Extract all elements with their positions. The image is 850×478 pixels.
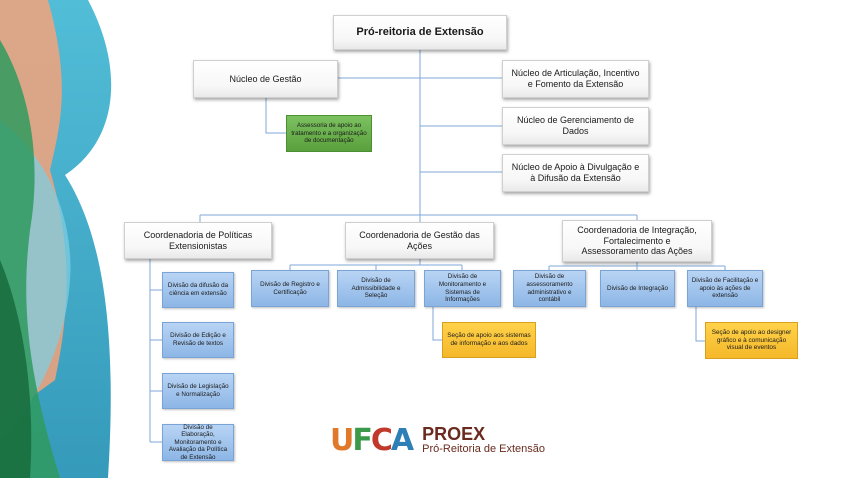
ufca-proex-logo: U F C A PROEX Pró-Reitoria de Extensão <box>330 423 545 458</box>
node-integracao-secao-label: Seção de apoio ao designer gráfico e à c… <box>711 328 792 352</box>
ufca-logo-letter: C <box>370 423 393 458</box>
node-pro-reitoria-label: Pró-reitoria de Extensão <box>356 25 484 38</box>
node-gestao-secao-label: Seção de apoio aos sistemas de informaçã… <box>447 332 531 347</box>
node-assessoria: Assessoria de apoio ao tratamento e a or… <box>286 115 372 152</box>
node-politicas-div-1-label: Divisão da difusão da ciência em extensã… <box>167 282 229 297</box>
node-integracao-div-1-label: Divisão de assessoramento administrativo… <box>526 273 573 304</box>
node-integracao-div-2-label: Divisão de Integração <box>607 284 668 292</box>
node-politicas-div-1: Divisão da difusão da ciência em extensã… <box>162 272 234 308</box>
node-nucleo-articulacao-label: Núcleo de Articulação, Incentivo e Fomen… <box>511 68 640 89</box>
node-nucleo-divulgacao-label: Núcleo de Apoio à Divulgação e à Difusão… <box>511 162 640 183</box>
node-pro-reitoria: Pró-reitoria de Extensão <box>333 15 507 50</box>
proex-subtitle: Pró-Reitoria de Extensão <box>422 442 546 455</box>
node-gestao-secao: Seção de apoio aos sistemas de informaçã… <box>442 322 536 358</box>
node-politicas-div-2: Divisão de Edição e Revisão de textos <box>162 322 234 358</box>
ufca-logo-letter: U <box>330 423 354 458</box>
node-integracao-div-3: Divisão de Facilitação e apoio às ações … <box>687 270 763 307</box>
node-coord-politicas: Coordenadoria de Políticas Extensionista… <box>124 222 272 259</box>
node-gestao-div-3: Divisão de Monitoramento e Sistemas de I… <box>424 270 501 307</box>
node-nucleo-divulgacao: Núcleo de Apoio à Divulgação e à Difusão… <box>502 154 649 192</box>
node-nucleo-gestao-label: Núcleo de Gestão <box>229 73 302 84</box>
line-to-assessoria <box>265 98 286 134</box>
node-gestao-div-2: Divisão de Admissibilidade e Seleção <box>337 270 415 307</box>
node-nucleo-gerenciamento: Núcleo de Gerenciamento de Dados <box>502 107 649 145</box>
node-gestao-div-1: Divisão de Registro e Certificação <box>251 270 329 307</box>
node-integracao-div-2: Divisão de Integração <box>600 270 675 307</box>
node-assessoria-label: Assessoria de apoio ao tratamento e a or… <box>291 122 367 145</box>
line-to-gestao-secao <box>432 307 442 341</box>
node-politicas-div-3-label: Divisão de Legislação e Normalização <box>167 383 229 398</box>
ufca-logo-letter: F <box>352 423 372 458</box>
node-nucleo-gestao: Núcleo de Gestão <box>193 60 338 98</box>
ufca-logo-mark: U F C A <box>330 423 414 458</box>
ufca-logo-letter: A <box>390 423 414 458</box>
node-politicas-div-2-label: Divisão de Edição e Revisão de textos <box>170 332 226 347</box>
node-coord-integracao: Coordenadoria de Integração, Fortalecime… <box>562 220 712 262</box>
node-coord-integracao-label: Coordenadoria de Integração, Fortalecime… <box>577 224 697 257</box>
node-politicas-div-4-label: Divisão de Elaboração, Monitoramento e A… <box>168 423 228 461</box>
node-integracao-div-1: Divisão de assessoramento administrativo… <box>513 270 586 307</box>
proex-title: PROEX <box>422 423 486 444</box>
node-gestao-div-2-label: Divisão de Admissibilidade e Seleção <box>351 277 401 300</box>
node-coord-politicas-label: Coordenadoria de Políticas Extensionista… <box>143 229 253 251</box>
node-gestao-div-1-label: Divisão de Registro e Certificação <box>260 280 320 296</box>
node-nucleo-gerenciamento-label: Núcleo de Gerenciamento de Dados <box>516 115 635 136</box>
node-nucleo-articulacao: Núcleo de Articulação, Incentivo e Fomen… <box>502 60 649 98</box>
wave-dark-green <box>0 260 32 478</box>
line-to-integracao-secao <box>695 307 705 342</box>
node-gestao-div-3-label: Divisão de Monitoramento e Sistemas de I… <box>438 273 487 304</box>
node-politicas-div-3: Divisão de Legislação e Normalização <box>162 373 234 409</box>
node-integracao-secao: Seção de apoio ao designer gráfico e à c… <box>705 322 798 359</box>
node-coord-gestao: Coordenadoria de Gestão das Ações <box>345 222 494 259</box>
decorative-wave-background <box>0 0 112 478</box>
node-politicas-div-4: Divisão de Elaboração, Monitoramento e A… <box>162 424 234 461</box>
node-integracao-div-3-label: Divisão de Facilitação e apoio às ações … <box>691 277 759 300</box>
node-coord-gestao-label: Coordenadoria de Gestão das Ações <box>359 229 480 251</box>
proex-logo-text: PROEX Pró-Reitoria de Extensão <box>422 425 545 456</box>
